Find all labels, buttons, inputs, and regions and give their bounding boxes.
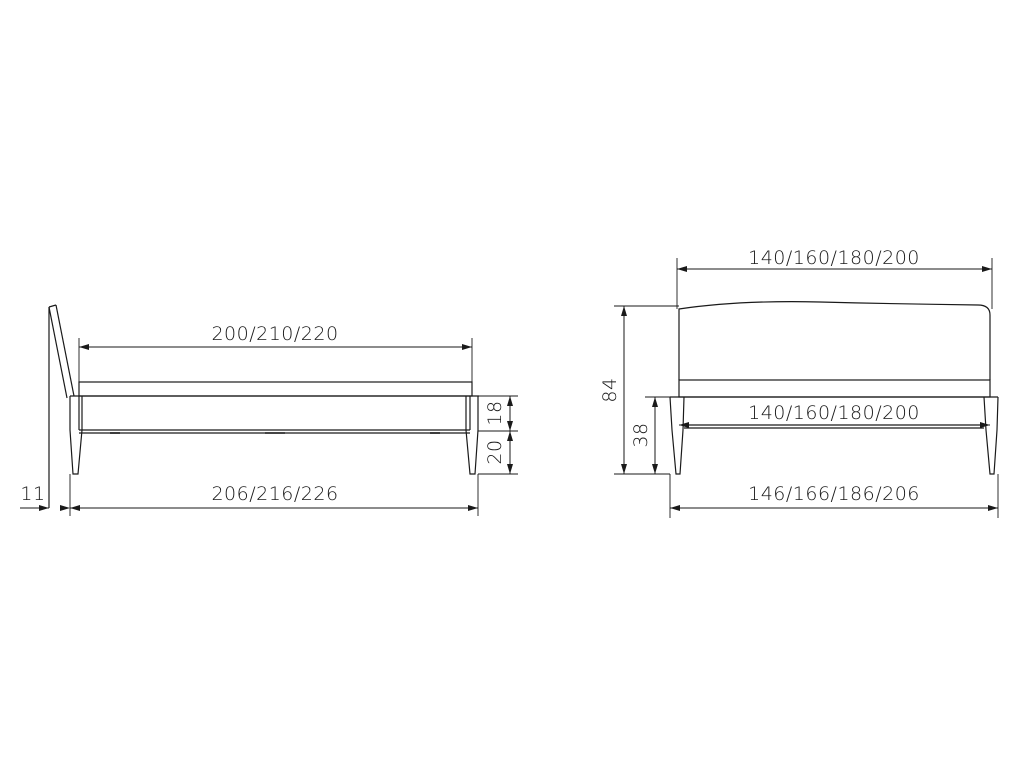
leg-height-label: 20: [484, 439, 506, 464]
mattress-width-label: 140/160/180/200: [748, 402, 920, 424]
dim-headboard-width: 140/160/180/200: [676, 247, 993, 309]
side-view: 200/210/220 206/216/226 11: [20, 304, 518, 516]
front-view: 140/160/180/200 140/160/180/200 146/166/…: [599, 247, 999, 518]
headboard-width-label: 140/160/180/200: [748, 247, 920, 269]
front-mattress: [678, 379, 991, 398]
dim-mattress-width: 140/160/180/200: [679, 402, 990, 428]
dim-mattress-length: 200/210/220: [78, 323, 473, 382]
dim-total-height: 84: [599, 305, 679, 475]
side-legs: [69, 396, 479, 475]
frame-top-height-label: 38: [630, 422, 652, 447]
headboard-offset-label: 11: [20, 483, 45, 505]
dim-frame-top-height: 38: [630, 396, 670, 474]
side-headboard: [48, 304, 75, 508]
frame-height-label: 18: [484, 400, 506, 425]
dim-headboard-offset: 11: [20, 483, 70, 511]
overall-width-label: 146/166/186/206: [748, 483, 920, 505]
dim-side-heights: 18 20: [478, 395, 518, 475]
dim-overall-length: 206/216/226: [69, 474, 479, 516]
front-headboard: [678, 301, 991, 380]
side-frame: [70, 395, 479, 434]
dim-overall-width: 146/166/186/206: [669, 474, 999, 518]
mattress-length-label: 200/210/220: [211, 323, 338, 345]
side-mattress: [78, 381, 473, 397]
total-height-label: 84: [599, 377, 621, 402]
overall-length-label: 206/216/226: [211, 483, 338, 505]
